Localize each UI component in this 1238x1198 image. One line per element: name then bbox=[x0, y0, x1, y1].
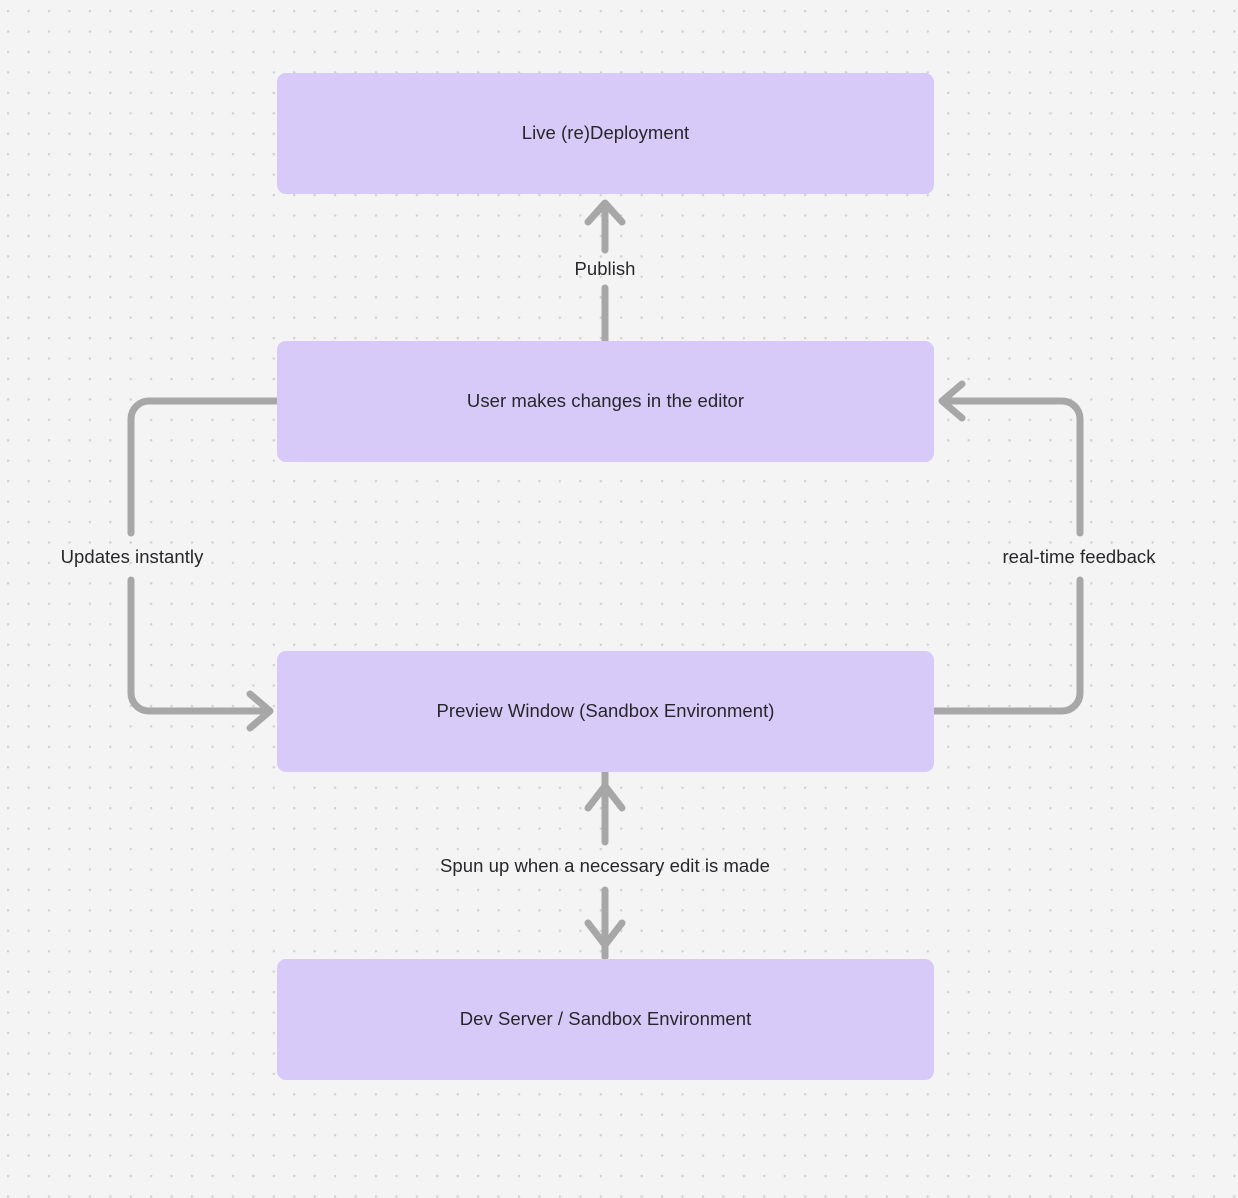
node-label-preview-window: Preview Window (Sandbox Environment) bbox=[436, 700, 775, 722]
edge-label-spun-up: Spun up when a necessary edit is made bbox=[440, 854, 770, 876]
node-label-live-deployment: Live (re)Deployment bbox=[521, 122, 690, 144]
edge-label-updates-instantly: Updates instantly bbox=[60, 545, 204, 567]
node-dev-server[interactable]: Dev Server / Sandbox Environment bbox=[277, 959, 934, 1080]
node-preview-window[interactable]: Preview Window (Sandbox Environment) bbox=[277, 651, 934, 772]
node-label-user-edits: User makes changes in the editor bbox=[466, 390, 745, 412]
edge-label-publish: Publish bbox=[574, 257, 636, 279]
node-live-deployment[interactable]: Live (re)Deployment bbox=[277, 73, 934, 194]
node-label-dev-server: Dev Server / Sandbox Environment bbox=[459, 1008, 752, 1030]
edge-label-real-time-feedback: real-time feedback bbox=[1002, 545, 1156, 567]
node-user-edits[interactable]: User makes changes in the editor bbox=[277, 341, 934, 462]
